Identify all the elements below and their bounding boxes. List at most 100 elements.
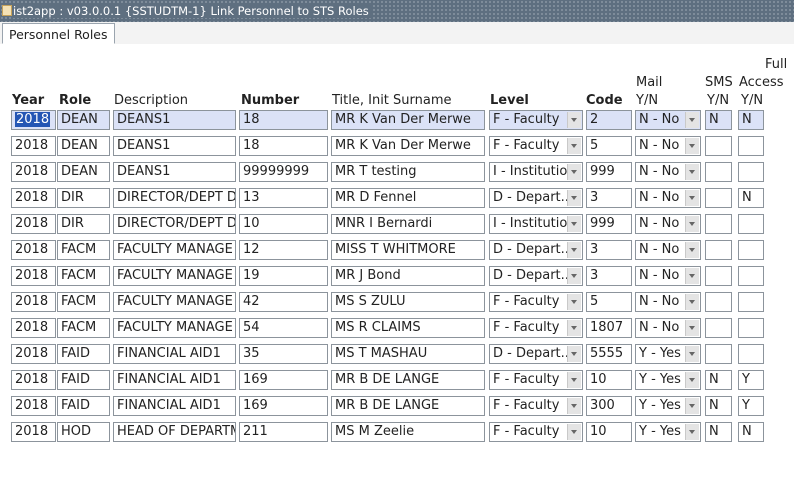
sms-field[interactable]: N xyxy=(705,396,732,416)
chevron-down-icon[interactable] xyxy=(685,424,699,440)
chevron-down-icon[interactable] xyxy=(685,372,699,388)
mail-select[interactable]: N - No xyxy=(635,136,701,156)
level-select[interactable]: F - Faculty xyxy=(489,292,583,312)
description-field[interactable]: FACULTY MANAGE xyxy=(113,240,236,260)
full-field[interactable] xyxy=(738,266,764,286)
full-field[interactable] xyxy=(738,344,764,364)
full-field[interactable]: N xyxy=(738,422,764,442)
number-field[interactable]: 18 xyxy=(239,110,328,130)
level-select[interactable]: I - Institution xyxy=(489,214,583,234)
title-field[interactable]: MS T MASHAU xyxy=(331,344,485,364)
number-field[interactable]: 12 xyxy=(239,240,328,260)
chevron-down-icon[interactable] xyxy=(567,294,581,310)
sms-field[interactable]: N xyxy=(705,370,732,390)
year-field[interactable]: 2018 xyxy=(11,344,56,364)
number-field[interactable]: 54 xyxy=(239,318,328,338)
sms-field[interactable] xyxy=(705,136,732,156)
description-field[interactable]: DEANS1 xyxy=(113,110,236,130)
year-field[interactable]: 2018 xyxy=(11,188,56,208)
mail-select[interactable]: N - No xyxy=(635,110,701,130)
year-field[interactable]: 2018 xyxy=(11,162,56,182)
title-field[interactable]: MS M Zeelie xyxy=(331,422,485,442)
title-field[interactable]: MR B DE LANGE xyxy=(331,396,485,416)
number-field[interactable]: 211 xyxy=(239,422,328,442)
chevron-down-icon[interactable] xyxy=(567,372,581,388)
chevron-down-icon[interactable] xyxy=(685,138,699,154)
full-field[interactable]: N xyxy=(738,188,764,208)
level-select[interactable]: F - Faculty xyxy=(489,318,583,338)
description-field[interactable]: FINANCIAL AID1 xyxy=(113,344,236,364)
mail-select[interactable]: Y - Yes xyxy=(635,370,701,390)
code-field[interactable]: 10 xyxy=(586,370,632,390)
sms-field[interactable] xyxy=(705,266,732,286)
role-field[interactable]: FACM xyxy=(57,266,110,286)
role-field[interactable]: DEAN xyxy=(57,162,110,182)
year-field[interactable]: 2018 xyxy=(11,318,56,338)
level-select[interactable]: I - Institution xyxy=(489,162,583,182)
chevron-down-icon[interactable] xyxy=(685,294,699,310)
mail-select[interactable]: N - No xyxy=(635,292,701,312)
title-field[interactable]: MR K Van Der Merwe xyxy=(331,136,485,156)
level-select[interactable]: D - Depart... xyxy=(489,188,583,208)
mail-select[interactable]: N - No xyxy=(635,266,701,286)
code-field[interactable]: 5 xyxy=(586,136,632,156)
sms-field[interactable] xyxy=(705,214,732,234)
code-field[interactable]: 5 xyxy=(586,292,632,312)
full-field[interactable]: N xyxy=(738,110,764,130)
title-field[interactable]: MS R CLAIMS xyxy=(331,318,485,338)
number-field[interactable]: 42 xyxy=(239,292,328,312)
level-select[interactable]: D - Depart... xyxy=(489,240,583,260)
chevron-down-icon[interactable] xyxy=(685,268,699,284)
full-field[interactable] xyxy=(738,318,764,338)
year-field[interactable]: 2018 xyxy=(11,292,56,312)
title-field[interactable]: MISS T WHITMORE xyxy=(331,240,485,260)
mail-select[interactable]: Y - Yes xyxy=(635,396,701,416)
year-field[interactable]: 2018 xyxy=(11,396,56,416)
mail-select[interactable]: N - No xyxy=(635,318,701,338)
role-field[interactable]: HOD xyxy=(57,422,110,442)
chevron-down-icon[interactable] xyxy=(567,190,581,206)
chevron-down-icon[interactable] xyxy=(567,242,581,258)
number-field[interactable]: 10 xyxy=(239,214,328,234)
chevron-down-icon[interactable] xyxy=(567,112,581,128)
chevron-down-icon[interactable] xyxy=(685,242,699,258)
code-field[interactable]: 2 xyxy=(586,110,632,130)
level-select[interactable]: F - Faculty xyxy=(489,370,583,390)
number-field[interactable]: 169 xyxy=(239,396,328,416)
year-field[interactable]: 2018 xyxy=(11,370,56,390)
description-field[interactable]: DIRECTOR/DEPT D xyxy=(113,188,236,208)
level-select[interactable]: D - Depart... xyxy=(489,266,583,286)
title-field[interactable]: MNR I Bernardi xyxy=(331,214,485,234)
chevron-down-icon[interactable] xyxy=(567,164,581,180)
tab-personnel-roles[interactable]: Personnel Roles xyxy=(2,23,115,44)
description-field[interactable]: FACULTY MANAGE xyxy=(113,292,236,312)
description-field[interactable]: FACULTY MANAGE xyxy=(113,318,236,338)
role-field[interactable]: FAID xyxy=(57,370,110,390)
role-field[interactable]: FACM xyxy=(57,292,110,312)
description-field[interactable]: FINANCIAL AID1 xyxy=(113,370,236,390)
role-field[interactable]: FAID xyxy=(57,396,110,416)
sms-field[interactable]: N xyxy=(705,422,732,442)
role-field[interactable]: DIR xyxy=(57,214,110,234)
level-select[interactable]: F - Faculty xyxy=(489,396,583,416)
full-field[interactable] xyxy=(738,162,764,182)
title-field[interactable]: MR J Bond xyxy=(331,266,485,286)
role-field[interactable]: DIR xyxy=(57,188,110,208)
chevron-down-icon[interactable] xyxy=(567,216,581,232)
chevron-down-icon[interactable] xyxy=(685,112,699,128)
full-field[interactable] xyxy=(738,292,764,312)
role-field[interactable]: FACM xyxy=(57,240,110,260)
description-field[interactable]: DIRECTOR/DEPT D xyxy=(113,214,236,234)
mail-select[interactable]: N - No xyxy=(635,240,701,260)
description-field[interactable]: DEANS1 xyxy=(113,136,236,156)
chevron-down-icon[interactable] xyxy=(685,346,699,362)
sms-field[interactable] xyxy=(705,188,732,208)
full-field[interactable] xyxy=(738,240,764,260)
chevron-down-icon[interactable] xyxy=(685,320,699,336)
description-field[interactable]: FACULTY MANAGE xyxy=(113,266,236,286)
number-field[interactable]: 18 xyxy=(239,136,328,156)
code-field[interactable]: 10 xyxy=(586,422,632,442)
full-field[interactable]: Y xyxy=(738,370,764,390)
mail-select[interactable]: Y - Yes xyxy=(635,344,701,364)
code-field[interactable]: 300 xyxy=(586,396,632,416)
